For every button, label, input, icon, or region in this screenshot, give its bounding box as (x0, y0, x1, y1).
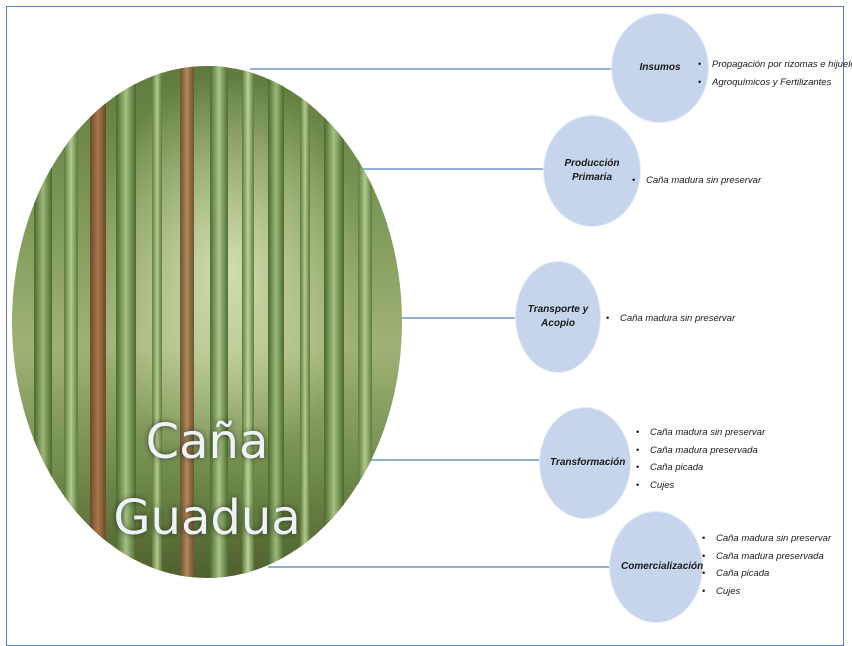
list-produccion-primaria: Caña madura sin preservar (632, 172, 761, 190)
list-transformacion: Caña madura sin preservar Caña madura pr… (636, 424, 765, 494)
node-produccion-primaria: Producción Primaria (544, 116, 640, 226)
list-item: Caña madura preservada (636, 442, 765, 460)
list-insumos: Propagación por rizomas e hijuelos Agroq… (698, 56, 852, 91)
list-comercializacion: Caña madura sin preservar Caña madura pr… (702, 530, 831, 600)
list-item: Caña picada (702, 565, 831, 583)
list-item: Caña madura sin preservar (606, 310, 735, 328)
bamboo-photo: Caña Guadua (12, 66, 402, 578)
node-comercializacion-label: Comercialización (621, 561, 704, 572)
list-item: Caña madura preservada (702, 548, 831, 566)
node-transformacion-label: Transformación (550, 457, 626, 468)
list-item: Caña picada (636, 459, 765, 477)
list-item: Cujes (702, 583, 831, 601)
list-item: Caña madura sin preservar (702, 530, 831, 548)
list-item: Caña madura sin preservar (636, 424, 765, 442)
list-item: Agroquímicos y Fertilizantes (698, 74, 852, 92)
list-item: Cujes (636, 477, 765, 495)
list-transporte-acopio: Caña madura sin preservar (606, 310, 735, 328)
center-title-line1: Caña (145, 414, 269, 470)
node-produccion-label: Producción Primaria (564, 158, 620, 183)
list-item: Caña madura sin preservar (632, 172, 761, 190)
node-insumos: Insumos (612, 14, 708, 122)
node-comercializacion: Comercialización (610, 512, 704, 622)
node-transporte-acopio: Transporte y Acopio (516, 262, 600, 372)
node-insumos-label: Insumos (639, 62, 681, 73)
center-title-line2: Guadua (113, 490, 301, 546)
node-transporte-label: Transporte y Acopio (527, 304, 589, 329)
list-item: Propagación por rizomas e hijuelos (698, 56, 852, 74)
node-transformacion: Transformación (540, 408, 630, 518)
